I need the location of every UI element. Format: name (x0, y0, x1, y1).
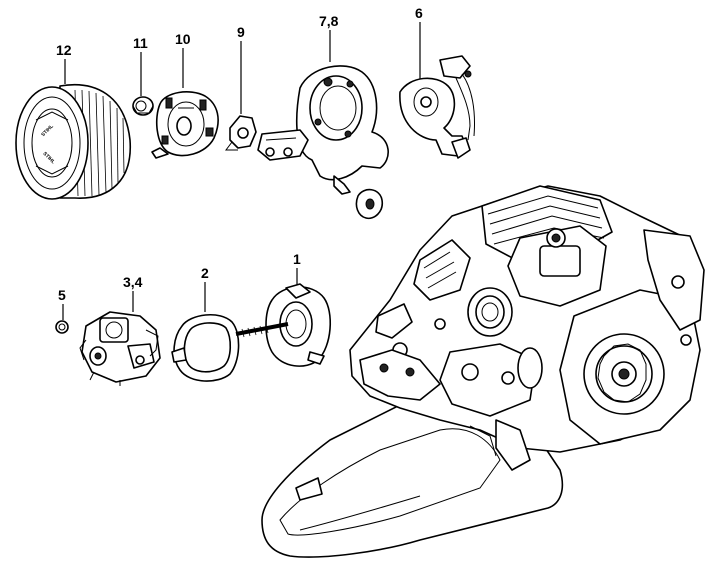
o-ring-part-5 (55, 320, 69, 334)
carburetor-housing-part-7-8 (257, 65, 389, 220)
callout-3-4: 3,4 (123, 274, 143, 312)
bracket-part-9 (225, 115, 257, 151)
callout-12: 12 (56, 42, 72, 84)
callout-11-label: 11 (133, 35, 148, 51)
callout-10-label: 10 (175, 31, 191, 47)
callout-5: 5 (58, 287, 66, 320)
callout-2: 2 (201, 265, 209, 312)
callout-6-label: 6 (415, 5, 423, 21)
callout-1: 1 (293, 251, 301, 288)
callout-9: 9 (237, 24, 245, 114)
callout-7-8: 7,8 (319, 13, 339, 62)
filter-holder-part-10 (151, 91, 219, 159)
callout-3-4-label: 3,4 (123, 274, 143, 290)
callout-5-label: 5 (58, 287, 66, 303)
gasket-part-2 (171, 314, 240, 382)
nut-part-11 (132, 96, 154, 116)
carburetor-part-3-4 (79, 311, 161, 386)
intake-flange-part-1 (235, 283, 332, 367)
callout-7-8-label: 7,8 (319, 13, 339, 29)
callout-12-label: 12 (56, 42, 72, 58)
callout-6: 6 (415, 5, 423, 80)
throttle-assembly-part-6 (399, 55, 475, 159)
callout-2-label: 2 (201, 265, 209, 281)
chainsaw-powerhead (261, 185, 705, 558)
air-filter-part-12: STIHL STIHL (15, 84, 131, 200)
callout-11: 11 (133, 35, 148, 96)
callout-10: 10 (175, 31, 191, 88)
callout-9-label: 9 (237, 24, 245, 40)
callout-1-label: 1 (293, 251, 301, 267)
